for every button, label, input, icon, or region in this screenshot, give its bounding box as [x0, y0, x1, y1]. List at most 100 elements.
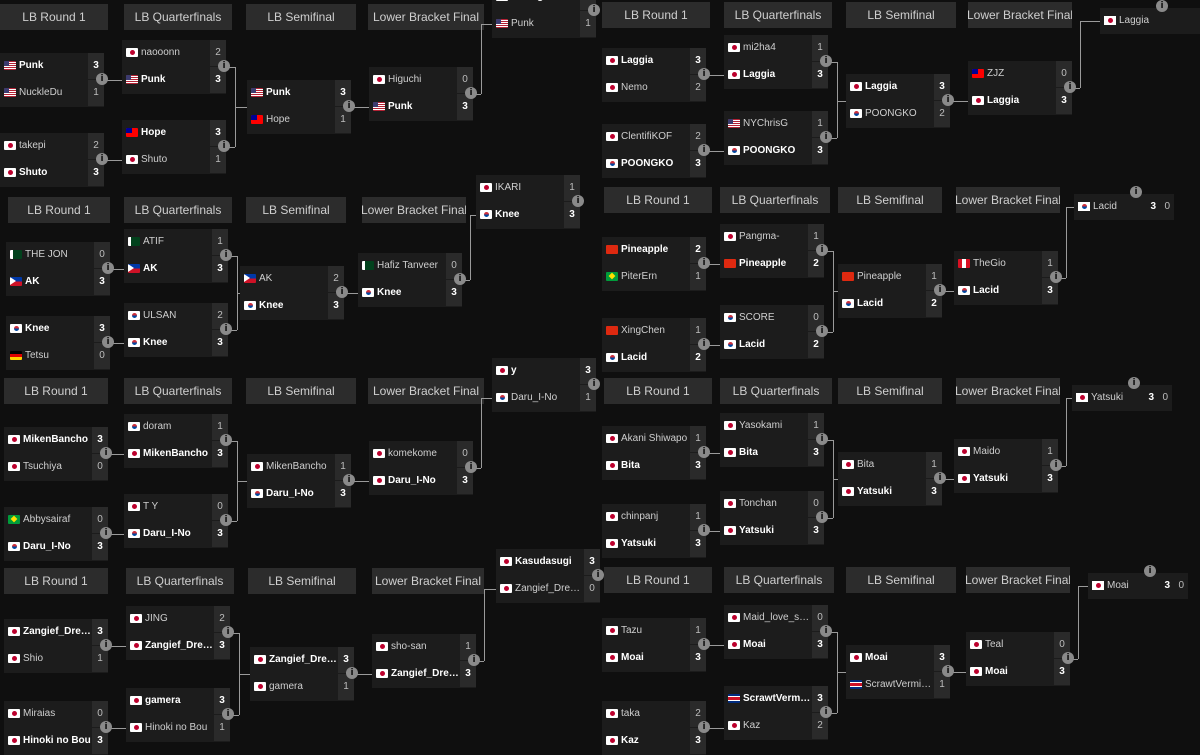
- match-slot[interactable]: ScrawtVermillion3: [724, 686, 828, 712]
- match-info-icon[interactable]: i: [588, 4, 600, 16]
- match-info-icon[interactable]: i: [465, 461, 477, 473]
- match-info-icon[interactable]: i: [698, 68, 710, 80]
- match-info-icon[interactable]: i: [698, 524, 710, 536]
- match-info-icon[interactable]: i: [1128, 377, 1140, 389]
- match-info-icon[interactable]: i: [816, 325, 828, 337]
- match-info-icon[interactable]: i: [220, 323, 232, 335]
- match-info-icon[interactable]: i: [102, 336, 114, 348]
- match-info-icon[interactable]: i: [220, 249, 232, 261]
- match-card[interactable]: Yamaguchi3Punk1i: [492, 0, 600, 38]
- match-info-icon[interactable]: i: [1156, 0, 1168, 12]
- match-info-icon[interactable]: i: [942, 94, 954, 106]
- match-slot[interactable]: Maid_love_syouki0: [724, 605, 828, 631]
- match-info-icon[interactable]: i: [222, 626, 234, 638]
- match-info-icon[interactable]: i: [1144, 565, 1156, 577]
- match-info-icon[interactable]: i: [100, 527, 112, 539]
- match-info-icon[interactable]: i: [934, 284, 946, 296]
- match-info-icon[interactable]: i: [100, 639, 112, 651]
- match-info-icon[interactable]: i: [816, 511, 828, 523]
- match-info-icon[interactable]: i: [1050, 459, 1062, 471]
- match-info-icon[interactable]: i: [934, 472, 946, 484]
- match-info-icon[interactable]: i: [820, 131, 832, 143]
- match-info-icon[interactable]: i: [1064, 81, 1076, 93]
- match-info-icon[interactable]: i: [698, 446, 710, 458]
- match-info-icon[interactable]: i: [222, 708, 234, 720]
- match-info-icon[interactable]: i: [588, 378, 600, 390]
- match-info-icon[interactable]: i: [1130, 186, 1142, 198]
